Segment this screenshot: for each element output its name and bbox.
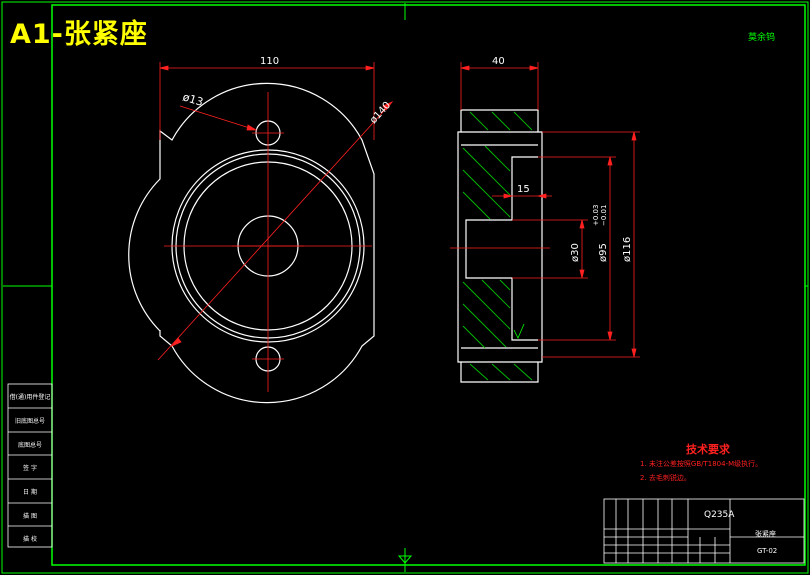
- center-marks: [3, 3, 808, 572]
- drawing-title: A1-张紧座: [10, 19, 148, 50]
- corner-note: 莫余钨: [748, 33, 776, 43]
- section-hatch: [462, 111, 533, 381]
- section-view: [457, 109, 543, 383]
- dim-bore: ø30: [570, 243, 581, 262]
- side-stamp-7: 描 校: [23, 536, 37, 543]
- title-block-part-name: 张紧座: [755, 530, 776, 538]
- dim-hole: ø13: [181, 90, 205, 108]
- side-stamp-2: 旧底图总号: [14, 418, 45, 425]
- roughness-mark: [513, 323, 525, 339]
- dim-fit-upper: +0.03: [592, 205, 600, 226]
- side-stamp-table: [7, 383, 53, 548]
- dim-fit-base: ø95: [598, 243, 609, 262]
- side-stamp-5: 日 期: [23, 489, 37, 496]
- front-centerlines: [164, 92, 372, 392]
- dim-outer-side: ø116: [622, 237, 633, 262]
- tech-req-line-2: 2. 去毛刺锐边。: [640, 474, 691, 482]
- front-dimensions: [157, 62, 394, 361]
- dim-width: 110: [260, 56, 279, 67]
- flange-outline: [128, 82, 375, 404]
- title-block-drawing-no: GT-02: [757, 547, 778, 555]
- title-block-material: Q235A: [704, 510, 735, 520]
- bore-step: [465, 156, 538, 341]
- tech-req-line-1: 1. 未注公差按照GB/T1804-M级执行。: [640, 460, 763, 468]
- title-block: [603, 498, 805, 564]
- tech-req-title: 技术要求: [686, 443, 730, 456]
- section-dimensions: [460, 62, 640, 358]
- front-view: [128, 82, 375, 404]
- side-stamp-1: 借(通)用件登记: [9, 394, 51, 401]
- dim-thickness: 40: [492, 56, 505, 67]
- side-stamp-6: 描 图: [23, 513, 37, 520]
- inner-frame: [51, 4, 806, 566]
- dim-fit-lower: −0.01: [600, 205, 608, 226]
- side-stamp-3: 底图总号: [17, 442, 42, 449]
- side-stamp-4: 签 字: [23, 465, 37, 472]
- dim-step: 15: [517, 184, 530, 195]
